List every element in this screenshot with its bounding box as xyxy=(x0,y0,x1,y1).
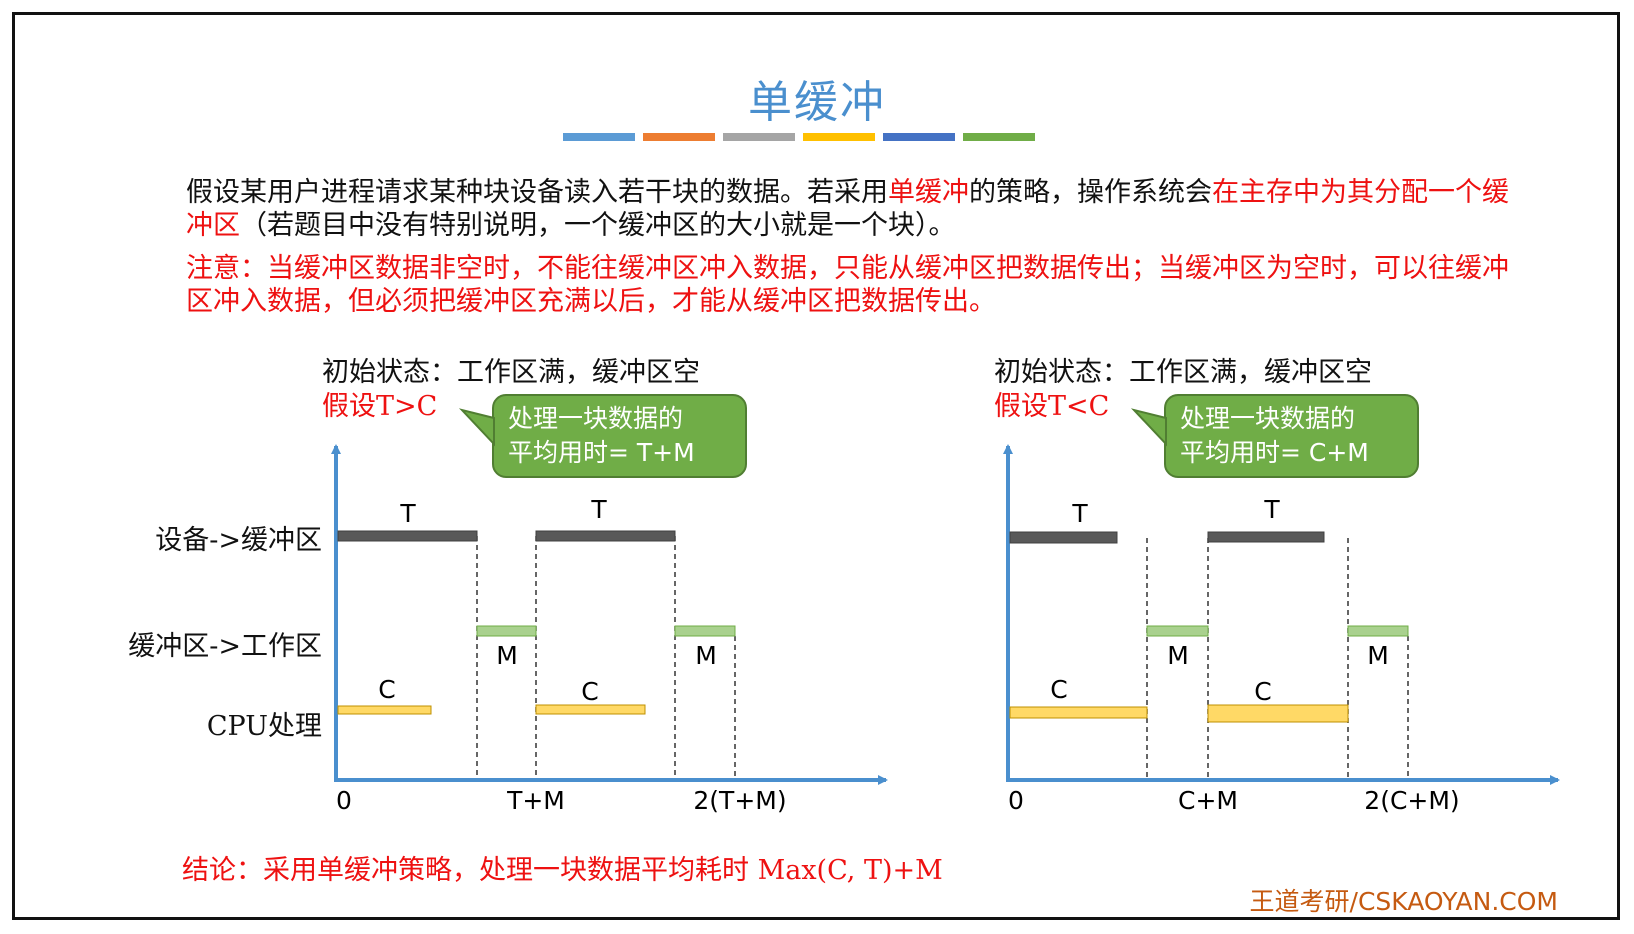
right-tick-1: C+M xyxy=(1178,786,1238,815)
left-bar-t2 xyxy=(535,530,676,542)
left-diagram: T T M M C C 0 T+M 2(T+M) xyxy=(331,444,888,815)
conclusion-text: 结论：采用单缓冲策略，处理一块数据平均耗时 Max(C, T)+M xyxy=(182,855,943,886)
left-label-t1: T xyxy=(399,499,416,528)
left-label-t2: T xyxy=(590,495,607,524)
right-callout-line-2: 平均用时= C+M xyxy=(1180,438,1369,467)
intro-text-3: （若题目中没有特别说明，一个缓冲区的大小就是一个块）。 xyxy=(240,210,956,241)
title-color-stripes xyxy=(563,133,1035,141)
right-bar-m1 xyxy=(1146,625,1209,637)
right-label-m2: M xyxy=(1367,641,1389,670)
stripe-2 xyxy=(643,133,715,141)
slide-title: 单缓冲 xyxy=(748,77,886,128)
left-label-m1: M xyxy=(496,641,518,670)
left-tick-1: T+M xyxy=(506,786,565,815)
right-callout-line-1: 处理一块数据的 xyxy=(1180,404,1356,433)
left-initial-state: 初始状态：工作区满，缓冲区空 xyxy=(322,357,700,388)
right-label-t1: T xyxy=(1071,499,1088,528)
intro-highlight-allocate: 在主存中为其分配一个缓冲区 xyxy=(186,177,1509,241)
stripe-3 xyxy=(723,133,795,141)
right-label-m1: M xyxy=(1167,641,1189,670)
row-label-device-to-buffer: 设备->缓冲区 xyxy=(155,525,322,556)
stripe-4 xyxy=(803,133,875,141)
right-label-c2: C xyxy=(1254,677,1271,706)
left-label-m2: M xyxy=(695,641,717,670)
row-label-buffer-to-work: 缓冲区->工作区 xyxy=(128,631,322,662)
right-bar-c1 xyxy=(1009,706,1148,719)
stripe-1 xyxy=(563,133,635,141)
row-label-cpu: CPU处理 xyxy=(206,711,322,742)
note-paragraph: 注意：当缓冲区数据非空时，不能往缓冲区冲入数据，只能从缓冲区把数据传出；当缓冲区… xyxy=(186,253,1509,317)
right-bar-t1 xyxy=(1009,531,1118,544)
left-callout-line-2: 平均用时= T+M xyxy=(508,438,695,467)
left-tick-0: 0 xyxy=(336,786,352,815)
left-label-c1: C xyxy=(378,675,395,704)
left-bar-c2 xyxy=(535,704,646,715)
right-callout-tail xyxy=(1130,408,1167,447)
intro-highlight-single-buffer: 单缓冲 xyxy=(888,177,969,208)
right-bar-m2 xyxy=(1347,625,1409,637)
left-bar-c1 xyxy=(337,705,432,715)
slide-frame xyxy=(12,12,1620,920)
right-tick-0: 0 xyxy=(1008,786,1024,815)
stripe-5 xyxy=(883,133,955,141)
left-callout-tail xyxy=(458,408,495,447)
right-tick-2: 2(C+M) xyxy=(1364,786,1459,815)
right-initial-state: 初始状态：工作区满，缓冲区空 xyxy=(994,357,1372,388)
stripe-6 xyxy=(963,133,1035,141)
left-callout-line-1: 处理一块数据的 xyxy=(508,404,684,433)
left-tick-2: 2(T+M) xyxy=(693,786,786,815)
intro-paragraph: 假设某用户进程请求某种块设备读入若干块的数据。若采用单缓冲的策略，操作系统会在主… xyxy=(186,176,1516,242)
intro-text-1: 假设某用户进程请求某种块设备读入若干块的数据。若采用 xyxy=(186,177,888,208)
left-callout: 处理一块数据的 平均用时= T+M xyxy=(492,394,747,478)
left-bar-m2 xyxy=(674,625,736,637)
right-callout: 处理一块数据的 平均用时= C+M xyxy=(1164,394,1419,478)
right-label-t2: T xyxy=(1263,495,1280,524)
right-assumption: 假设T<C xyxy=(994,391,1110,422)
left-bar-m1 xyxy=(476,625,537,637)
intro-text-2: 的策略，操作系统会 xyxy=(969,177,1212,208)
right-bar-t2 xyxy=(1207,531,1325,543)
left-assumption: 假设T>C xyxy=(322,391,438,422)
right-diagram: T T M M C C 0 C+M 2(C+M) xyxy=(1003,444,1560,815)
right-bar-c2 xyxy=(1207,704,1349,723)
brand-footer: 王道考研/CSKAOYAN.COM xyxy=(1249,887,1558,916)
left-label-c2: C xyxy=(581,677,598,706)
right-label-c1: C xyxy=(1050,675,1067,704)
left-bar-t1 xyxy=(337,530,478,542)
